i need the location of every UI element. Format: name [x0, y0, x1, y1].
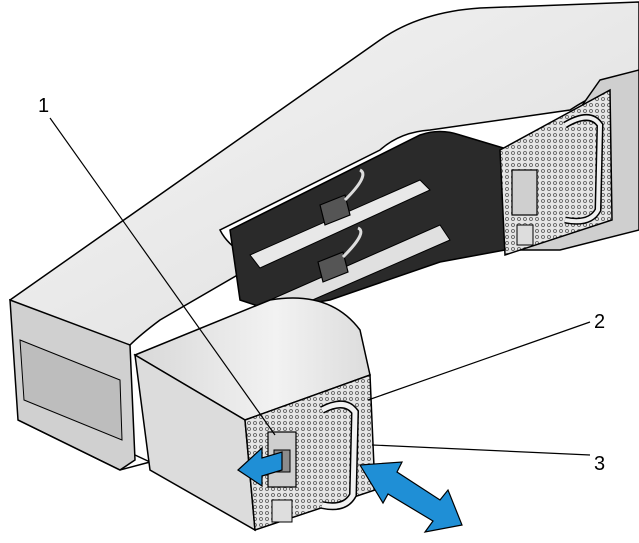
- installed-psu-power-socket: [511, 169, 538, 216]
- callout-3: 3: [594, 453, 605, 475]
- callout-1-leader: [49, 117, 276, 436]
- callout-3-leader: [371, 444, 591, 456]
- chassis-front-left-groove: [19, 339, 123, 441]
- psu-bay-cavity: [229, 130, 511, 311]
- psu-module-switch: [271, 499, 293, 523]
- bay-latch-upper: [319, 168, 365, 226]
- chassis-top-surface: [9, 1, 639, 346]
- chassis-bottom-edge: [17, 419, 153, 471]
- press-arrow-icon: [237, 446, 283, 488]
- bay-latch-lower: [317, 226, 363, 283]
- callout-1: 1: [38, 95, 49, 117]
- callout-2-leader: [367, 321, 591, 401]
- pull-arrow-icon: [358, 461, 463, 533]
- callout-2: 2: [594, 311, 605, 333]
- bay-divider: [249, 179, 431, 269]
- installed-psu-switch: [516, 224, 534, 246]
